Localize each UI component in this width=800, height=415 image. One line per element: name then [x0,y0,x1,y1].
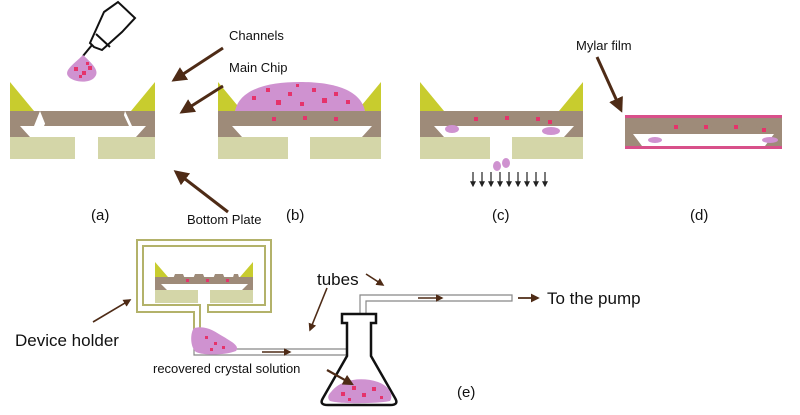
bottom-plate [218,137,288,159]
yellow-tab [559,82,583,111]
chip-channel-layer [242,126,362,137]
residual-drop [445,125,459,133]
channels-label: Channels [229,28,284,43]
bottom-plate [210,290,253,303]
crystals-in-wells [674,125,766,132]
mylar-film-bottom [625,146,782,149]
falling-drop [493,161,501,171]
mylar-film-label: Mylar film [576,38,632,53]
yellow-tab [357,82,381,111]
device-holder-arrow [92,299,132,323]
chip-bumps [44,111,129,126]
panel-b [218,82,381,159]
crystals-in-wells [474,116,552,124]
panel-d [625,115,782,149]
chip-channel-layer [30,126,136,137]
recovered-solution-in-tube [191,327,238,355]
bottom-plate [512,137,583,159]
device-holder [136,239,272,348]
tubes-arrow [308,287,328,332]
panel-d-label: (d) [690,207,708,224]
chip-bumps [246,111,361,126]
chip-channel-layer [642,134,765,146]
bottom-plate-arrow [173,170,229,214]
device-holder-label: Device holder [15,331,119,350]
to-pump-label: To the pump [547,289,641,308]
crystals-in-wells [272,116,338,121]
panel-a-label: (a) [91,207,109,224]
panel-a [10,0,155,159]
chip-bumps [448,111,563,126]
yellow-tab [131,82,155,111]
recovered-label: recovered crystal solution [153,361,300,376]
channels-arrow [171,46,224,82]
recovered-solution-in-flask [328,379,392,404]
panel-e [136,239,540,407]
panel-b-label: (b) [286,207,304,224]
bottom-plate [310,137,381,159]
bottom-plate [155,290,198,303]
residual-drop [762,137,778,143]
recovered-arrow [326,369,354,386]
yellow-tab [155,262,168,277]
yellow-tab [10,82,34,111]
bottom-plate-label: Bottom Plate [187,212,261,227]
tubes-label: tubes [317,270,359,289]
yellow-tab [240,262,253,277]
tubes-arrow [365,273,385,286]
chip-bumps [648,118,760,134]
tube-flask-to-pump [359,294,513,318]
bottom-plate [420,137,490,159]
yellow-tab [420,82,444,111]
pipette-icon [82,0,137,57]
callout-arrows [92,46,623,386]
chip-channel-layer [444,126,564,137]
panel-c [420,82,583,188]
panel-e-label: (e) [457,384,475,401]
bottom-plate [98,137,155,159]
falling-drop [502,158,510,168]
mylar-film-arrow [595,56,623,113]
crystals [252,84,350,106]
main-chip-label: Main Chip [229,60,288,75]
panel-c-label: (c) [492,207,510,224]
yellow-tab [218,82,242,111]
protein-drop [67,55,97,82]
mylar-film-top [625,115,782,118]
bottom-plate [10,137,75,159]
main-chip-arrow [179,84,224,114]
suction-arrows [470,172,548,188]
residual-drop [542,127,560,135]
residual-drop [648,137,662,143]
